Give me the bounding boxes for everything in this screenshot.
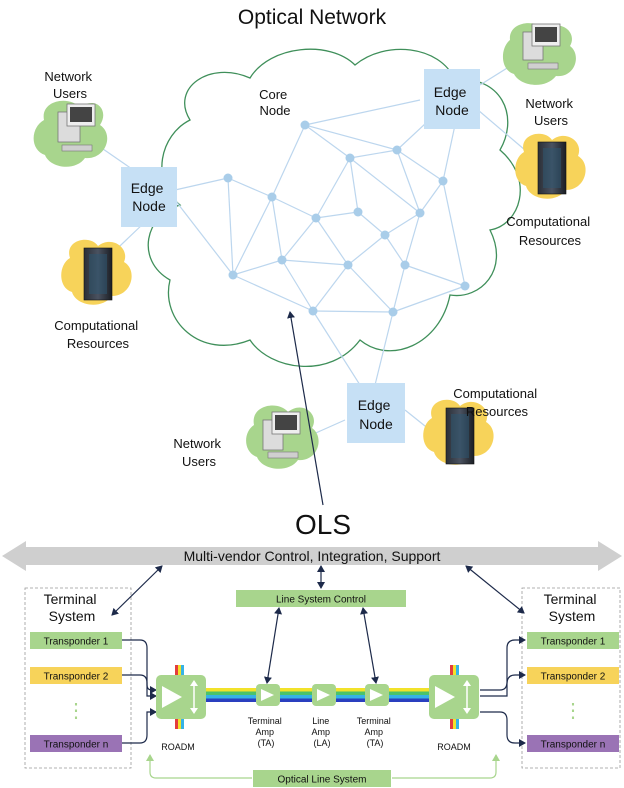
roadm-right bbox=[429, 665, 479, 729]
svg-text:Transponder n: Transponder n bbox=[541, 740, 606, 751]
transponder-right-ellipsis: ⋮ bbox=[563, 700, 583, 722]
svg-text:Transponder 1: Transponder 1 bbox=[44, 637, 109, 648]
transponder-right-n: Transponder n bbox=[527, 735, 619, 752]
optical-line-system-bracket bbox=[150, 755, 496, 779]
terminal-system-left bbox=[24, 587, 132, 769]
core-node-label: Core Node bbox=[259, 87, 291, 118]
computer-icon bbox=[262, 411, 301, 459]
svg-text:Edge Node: Edge Node bbox=[358, 397, 395, 432]
computational-resources-bottom-label: Computational Resources bbox=[453, 386, 540, 419]
mesh-node bbox=[308, 306, 318, 316]
mesh-node bbox=[343, 260, 353, 270]
ols-label: OLS bbox=[295, 509, 351, 540]
core-mesh-links bbox=[174, 99, 466, 386]
mesh-node bbox=[388, 307, 398, 317]
mesh-node bbox=[277, 255, 287, 265]
roadm-left bbox=[156, 665, 206, 729]
mesh-node bbox=[311, 213, 321, 223]
transponder-right-1: Transponder 1 bbox=[527, 632, 619, 649]
transponder-right-2: Transponder 2 bbox=[527, 667, 619, 684]
amp-line bbox=[312, 684, 336, 706]
computer-icon bbox=[57, 103, 96, 152]
amp-line-label: Line Amp (LA) bbox=[311, 716, 332, 748]
svg-text:Edge Node: Edge Node bbox=[131, 180, 168, 214]
terminal-system-left-label: Terminal System bbox=[44, 591, 101, 624]
transponder-arrows bbox=[122, 636, 526, 747]
mesh-node bbox=[438, 176, 448, 186]
transponder-left-ellipsis: ⋮ bbox=[66, 700, 86, 722]
network-users-top-right-label: Network Users bbox=[525, 96, 576, 128]
roadm-left-label: ROADM bbox=[161, 742, 195, 752]
optical-line-system-label: Optical Line System bbox=[278, 775, 367, 786]
computer-icon bbox=[522, 23, 561, 70]
server-rack-icon bbox=[83, 247, 113, 301]
edge-node-bottom: Edge Node bbox=[347, 383, 405, 443]
mesh-node bbox=[415, 208, 425, 218]
network-users-left-label: Network Users bbox=[44, 69, 95, 101]
mesh-node bbox=[228, 270, 238, 280]
optical-network-cloud bbox=[147, 48, 521, 368]
amp-terminal-left bbox=[256, 684, 280, 706]
computational-resources-right bbox=[515, 133, 586, 199]
mesh-node bbox=[460, 281, 470, 291]
mesh-node bbox=[345, 153, 355, 163]
computational-resources-right-label: Computational Resources bbox=[506, 214, 593, 248]
control-bar-label: Multi-vendor Control, Integration, Suppo… bbox=[184, 548, 441, 564]
line-system-control-label: Line System Control bbox=[276, 595, 366, 606]
transponder-left-1: Transponder 1 bbox=[30, 632, 122, 649]
multi-vendor-control-bar bbox=[2, 541, 622, 571]
mesh-node bbox=[223, 173, 233, 183]
optical-line-system-box bbox=[253, 770, 391, 787]
svg-text:Transponder 1: Transponder 1 bbox=[541, 637, 606, 648]
amp-terminal-right bbox=[365, 684, 389, 706]
svg-text:Transponder n: Transponder n bbox=[44, 740, 109, 751]
network-users-bottom-label: Network Users bbox=[173, 436, 224, 469]
amp-terminal-left-label: Terminal Amp (TA) bbox=[248, 716, 285, 748]
svg-text:Transponder 2: Transponder 2 bbox=[541, 672, 606, 683]
transponder-left-n: Transponder n bbox=[30, 735, 122, 752]
network-users-left bbox=[33, 100, 108, 167]
transponder-left-2: Transponder 2 bbox=[30, 667, 122, 684]
edge-node-top-right: Edge Node bbox=[424, 69, 480, 129]
computational-resources-bottom bbox=[423, 399, 494, 465]
server-rack-icon bbox=[537, 141, 567, 195]
computational-resources-left-label: Computational Resources bbox=[54, 318, 141, 351]
server-rack-icon bbox=[445, 407, 475, 465]
mesh-node bbox=[380, 230, 390, 240]
terminal-system-right-label: Terminal System bbox=[544, 591, 601, 624]
amp-terminal-right-label: Terminal Amp (TA) bbox=[357, 716, 394, 748]
core-node bbox=[300, 120, 310, 130]
ols-pointer-line bbox=[287, 311, 324, 506]
mesh-node bbox=[400, 260, 410, 270]
edge-node-left: Edge Node bbox=[121, 167, 177, 227]
network-users-top-right bbox=[502, 23, 576, 85]
mesh-node bbox=[267, 192, 277, 202]
control-arrows bbox=[111, 565, 525, 684]
roadm-right-label: ROADM bbox=[437, 742, 471, 752]
mesh-node bbox=[392, 145, 402, 155]
network-users-bottom bbox=[246, 405, 319, 469]
line-system-control-box bbox=[236, 590, 406, 607]
svg-text:Transponder 2: Transponder 2 bbox=[44, 672, 109, 683]
computational-resources-left bbox=[61, 239, 132, 305]
core-mesh-nodes bbox=[223, 120, 470, 317]
diagram-title: Optical Network bbox=[238, 6, 387, 29]
mesh-node bbox=[353, 207, 363, 217]
svg-text:Edge Node: Edge Node bbox=[434, 84, 471, 118]
